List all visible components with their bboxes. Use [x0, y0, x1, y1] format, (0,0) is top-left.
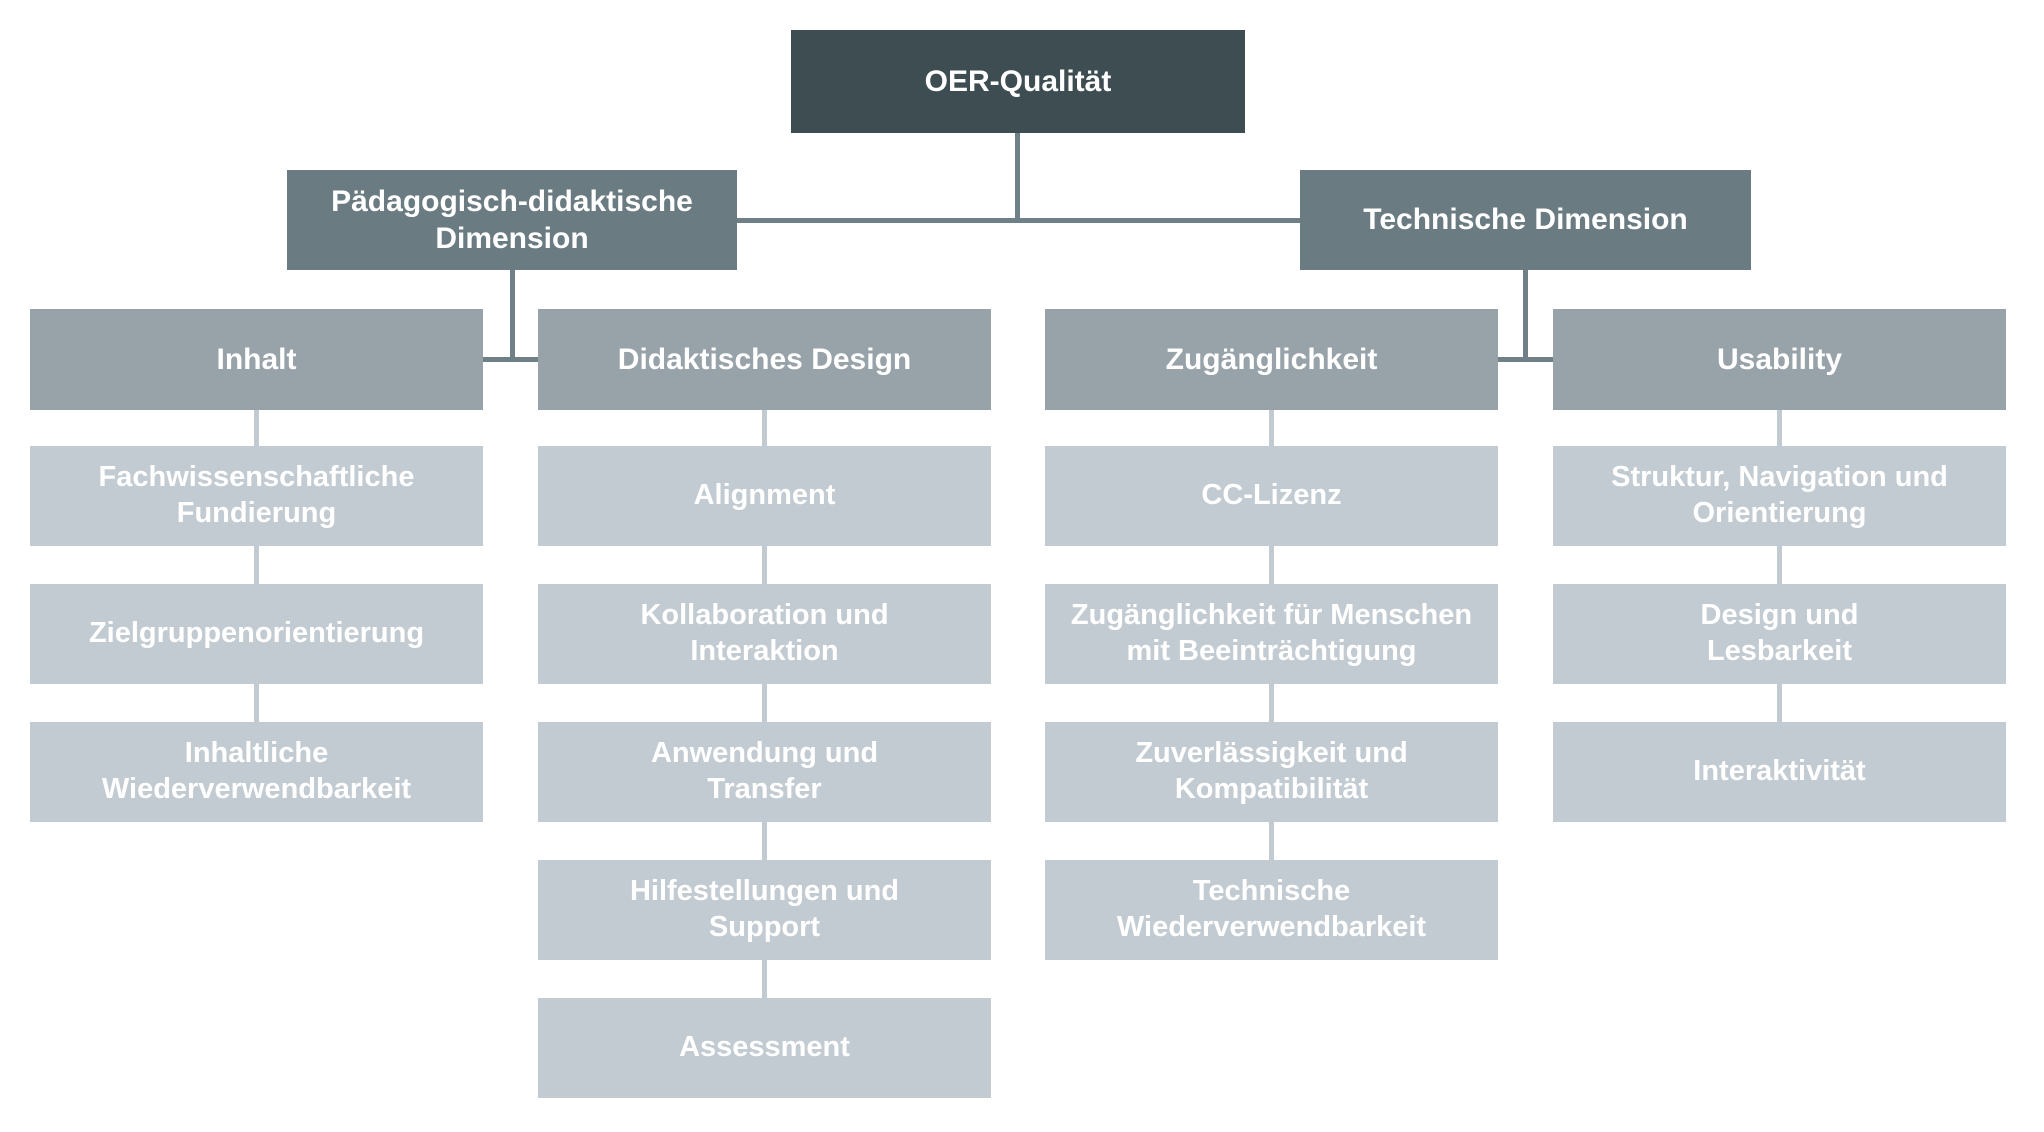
- child-node-hilfestellungen-und-support: Hilfestellungen und Support: [538, 860, 991, 960]
- column-header-zugaenglichkeit: Zugänglichkeit: [1045, 309, 1498, 410]
- connector-technische-drop: [1523, 270, 1528, 362]
- child-node-struktur-navigation-orientierung: Struktur, Navigation und Orientierung: [1553, 446, 2006, 546]
- connector-col2-gap3: [762, 684, 767, 722]
- child-node-fachwissenschaftliche-fundierung: Fachwissenschaftliche Fundierung: [30, 446, 483, 546]
- connector-col2-gap4: [762, 822, 767, 860]
- column-header-didaktisches-design: Didaktisches Design: [538, 309, 991, 410]
- column-header-inhalt: Inhalt: [30, 309, 483, 410]
- child-node-kollaboration-und-interaktion: Kollaboration und Interaktion: [538, 584, 991, 684]
- connector-col3-gap3: [1269, 684, 1274, 722]
- connector-col1-gap2: [254, 546, 259, 584]
- connector-col2-gap1: [762, 410, 767, 446]
- connector-inhalt-didaktisches-stub: [483, 357, 538, 362]
- dimension-node-technische: Technische Dimension: [1300, 170, 1751, 270]
- connector-col1-gap1: [254, 410, 259, 446]
- child-node-inhaltliche-wiederverwendbarkeit: Inhaltliche Wiederverwendbarkeit: [30, 722, 483, 822]
- connector-dimensions-horizontal: [737, 218, 1300, 223]
- connector-zugaenglichkeit-usability-stub: [1498, 357, 1553, 362]
- dimension-node-paedagogisch-didaktische: Pädagogisch-didaktische Dimension: [287, 170, 737, 270]
- connector-col3-gap1: [1269, 410, 1274, 446]
- connector-col2-gap5: [762, 960, 767, 998]
- connector-col4-gap3: [1777, 684, 1782, 722]
- child-node-anwendung-und-transfer: Anwendung und Transfer: [538, 722, 991, 822]
- connector-col4-gap1: [1777, 410, 1782, 446]
- connector-col3-gap4: [1269, 822, 1274, 860]
- connector-col2-gap2: [762, 546, 767, 584]
- child-node-design-und-lesbarkeit: Design und Lesbarkeit: [1553, 584, 2006, 684]
- child-node-interaktivitaet: Interaktivität: [1553, 722, 2006, 822]
- connector-col3-gap2: [1269, 546, 1274, 584]
- child-node-cc-lizenz: CC-Lizenz: [1045, 446, 1498, 546]
- column-header-usability: Usability: [1553, 309, 2006, 410]
- child-node-technische-wiederverwendbarkeit: Technische Wiederverwendbarkeit: [1045, 860, 1498, 960]
- child-node-zielgruppenorientierung: Zielgruppenorientierung: [30, 584, 483, 684]
- connector-root-vertical: [1015, 133, 1020, 223]
- child-node-assessment: Assessment: [538, 998, 991, 1098]
- connector-col4-gap2: [1777, 546, 1782, 584]
- child-node-zuverlaessigkeit-und-kompatibilitaet: Zuverlässigkeit und Kompatibilität: [1045, 722, 1498, 822]
- child-node-alignment: Alignment: [538, 446, 991, 546]
- child-node-zugaenglichkeit-fuer-menschen: Zugänglichkeit für Menschen mit Beeinträ…: [1045, 584, 1498, 684]
- connector-col1-gap3: [254, 684, 259, 722]
- connector-paedagogisch-drop: [510, 270, 515, 362]
- root-node: OER-Qualität: [791, 30, 1245, 133]
